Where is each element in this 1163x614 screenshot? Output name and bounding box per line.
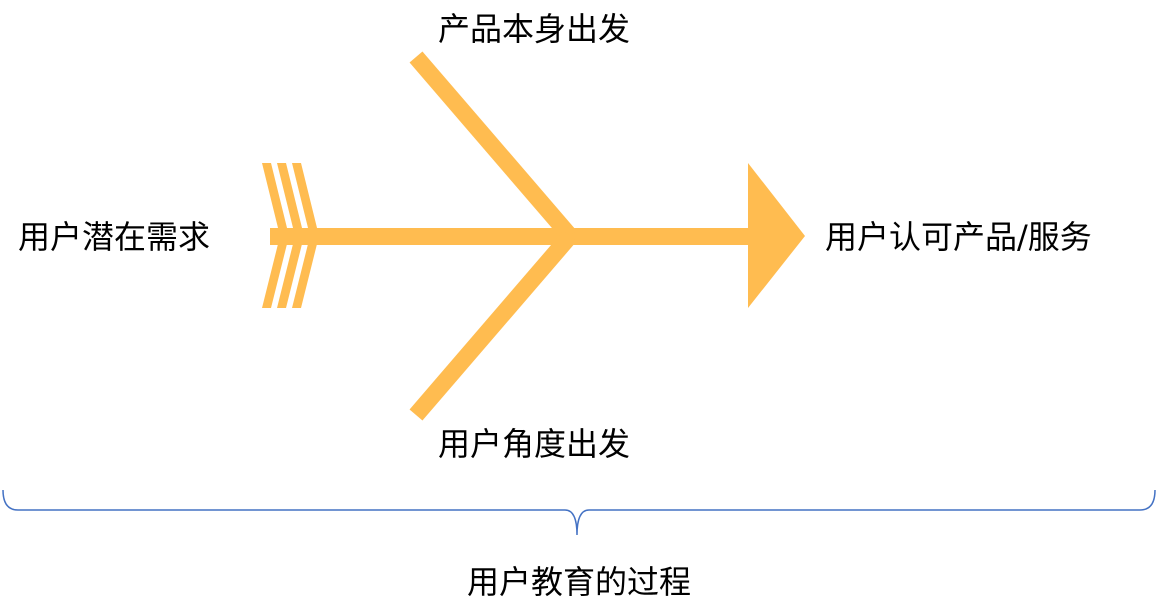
label-latent-need: 用户潜在需求 [18,218,211,256]
label-product-perspective: 产品本身出发 [438,10,631,48]
tail-feather-3 [292,163,319,308]
label-user-education-process: 用户教育的过程 [467,563,692,601]
tail-feather-1 [262,163,289,308]
upper-branch [409,51,577,242]
process-brace [2,489,1156,536]
lower-branch [409,230,577,421]
label-user-acceptance: 用户认可产品/服务 [825,218,1092,256]
label-user-perspective: 用户角度出发 [438,425,631,463]
arrow-shaft [270,228,752,245]
tail-feather-2 [277,163,304,308]
arrow-head [748,163,805,308]
